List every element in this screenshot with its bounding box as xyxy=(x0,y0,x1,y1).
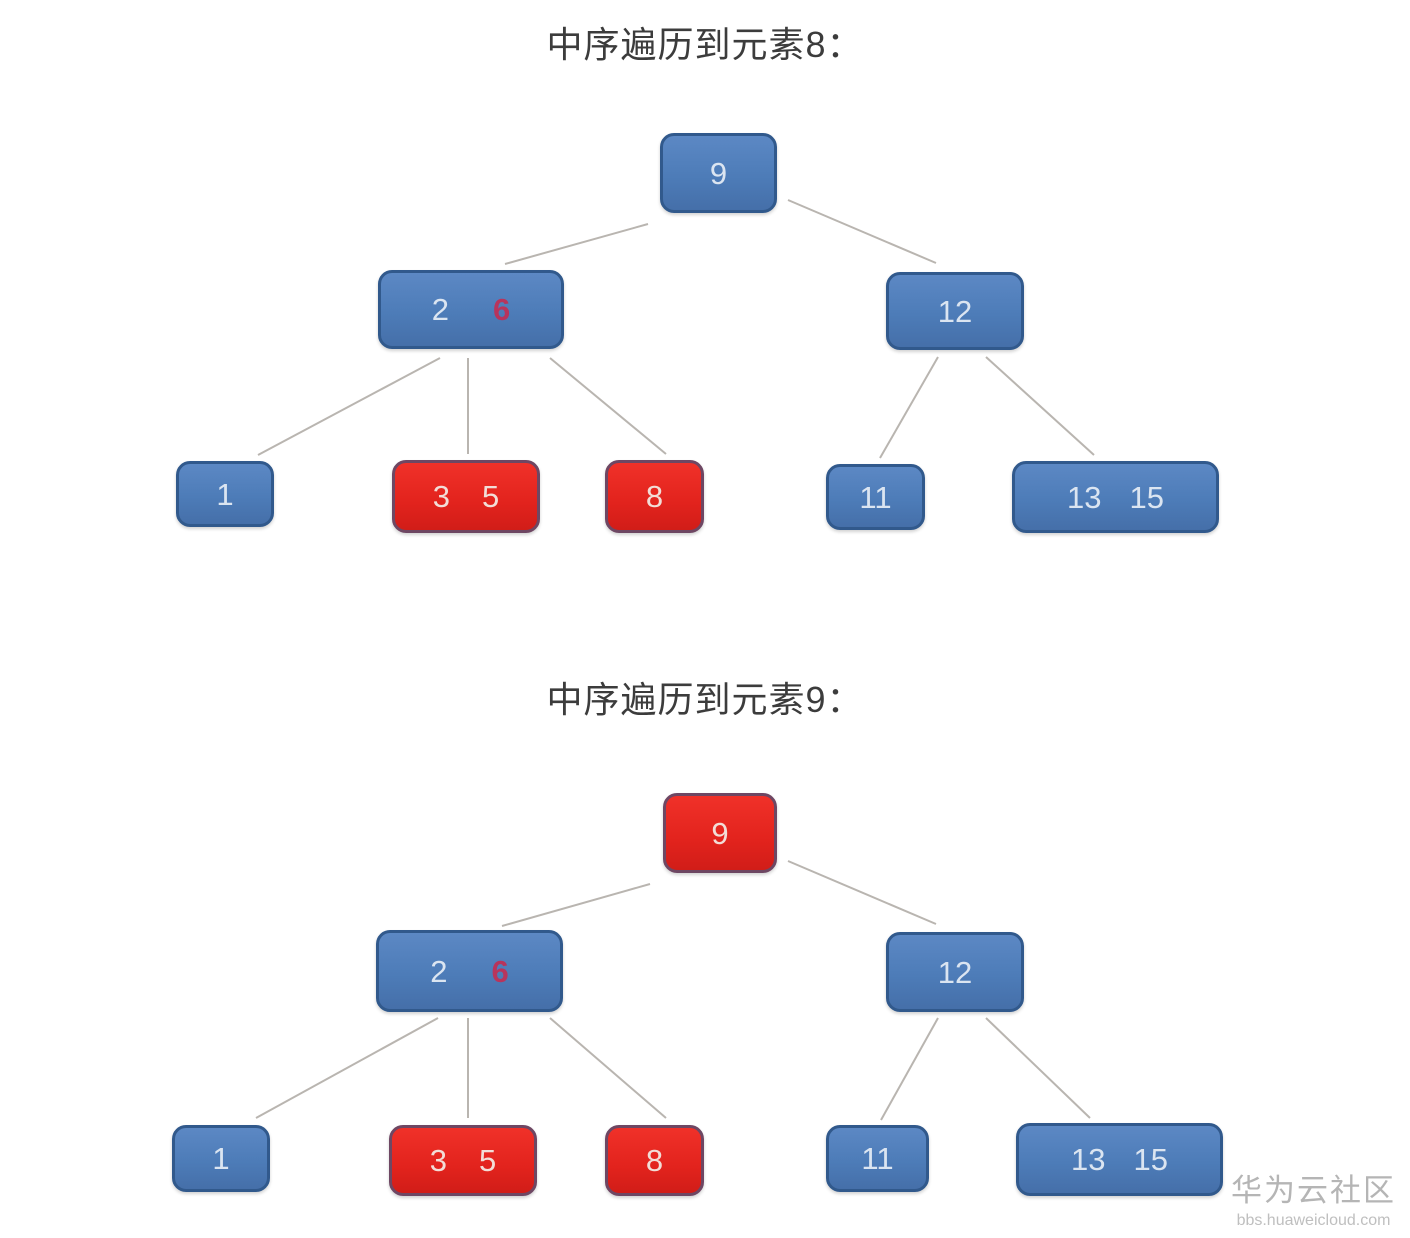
node-key: 8 xyxy=(645,1143,664,1178)
t2-node-8: 8 xyxy=(605,1125,704,1196)
node-key-highlighted: 6 xyxy=(493,292,511,327)
t2-node-1: 1 xyxy=(172,1125,270,1192)
node-key: 9 xyxy=(709,155,728,191)
edge-t2-26-to-8 xyxy=(549,1017,667,1119)
t1-node-2-6: 2 6 xyxy=(378,270,564,349)
node-key: 9 xyxy=(711,815,729,851)
t1-node-11: 11 xyxy=(826,464,925,530)
t2-node-2-6: 2 6 xyxy=(376,930,563,1012)
diagram1-title: 中序遍历到元素8： xyxy=(546,24,864,65)
edge-t2-root-to-26 xyxy=(501,883,651,927)
edge-t1-26-to-1 xyxy=(257,357,441,456)
t2-node-9: 9 xyxy=(663,793,777,873)
edge-t1-12-to-11 xyxy=(879,356,939,459)
node-key: 11 xyxy=(861,1141,894,1176)
watermark: 华为云社区 bbs.huaweicloud.com xyxy=(1231,1172,1396,1230)
t2-node-13-15: 13 15 xyxy=(1016,1123,1223,1196)
node-key: 13 xyxy=(1071,1142,1106,1177)
node-key: 12 xyxy=(937,954,973,990)
t1-node-8: 8 xyxy=(605,460,704,533)
edge-t2-12-to-1315 xyxy=(985,1017,1091,1119)
t2-node-12: 12 xyxy=(886,932,1024,1012)
node-key: 15 xyxy=(1129,479,1164,515)
node-key: 8 xyxy=(645,479,664,514)
node-key: 12 xyxy=(937,293,973,329)
node-key: 3 xyxy=(432,479,450,514)
node-key: 3 xyxy=(429,1143,447,1178)
watermark-site-name: 华为云社区 xyxy=(1231,1173,1396,1209)
t1-node-1: 1 xyxy=(176,461,274,527)
node-key: 2 xyxy=(430,953,448,989)
node-key: 11 xyxy=(859,479,892,515)
edge-t2-root-to-12 xyxy=(787,860,937,925)
edge-t1-26-to-8 xyxy=(549,357,667,455)
watermark-site-url: bbs.huaweicloud.com xyxy=(1236,1211,1391,1229)
t1-node-9: 9 xyxy=(660,133,777,213)
edge-t1-root-to-12 xyxy=(787,199,937,264)
node-key: 15 xyxy=(1133,1142,1168,1177)
t1-node-3-5: 3 5 xyxy=(392,460,540,533)
node-key: 1 xyxy=(216,476,234,512)
edge-t2-26-to-1 xyxy=(255,1017,439,1119)
t2-node-3-5: 3 5 xyxy=(389,1125,537,1196)
diagram2-title: 中序遍历到元素9： xyxy=(546,679,864,720)
t1-node-12: 12 xyxy=(886,272,1024,350)
node-key: 2 xyxy=(431,292,449,327)
edge-t1-12-to-1315 xyxy=(985,356,1095,456)
t2-node-11: 11 xyxy=(826,1125,929,1192)
t1-node-13-15: 13 15 xyxy=(1012,461,1219,533)
node-key: 13 xyxy=(1067,479,1102,515)
node-key: 5 xyxy=(482,479,500,514)
node-key: 5 xyxy=(479,1143,497,1178)
node-key-highlighted: 6 xyxy=(491,953,509,989)
edge-t1-root-to-26 xyxy=(504,223,649,265)
edge-t2-12-to-11 xyxy=(880,1017,939,1121)
node-key: 1 xyxy=(212,1141,230,1176)
